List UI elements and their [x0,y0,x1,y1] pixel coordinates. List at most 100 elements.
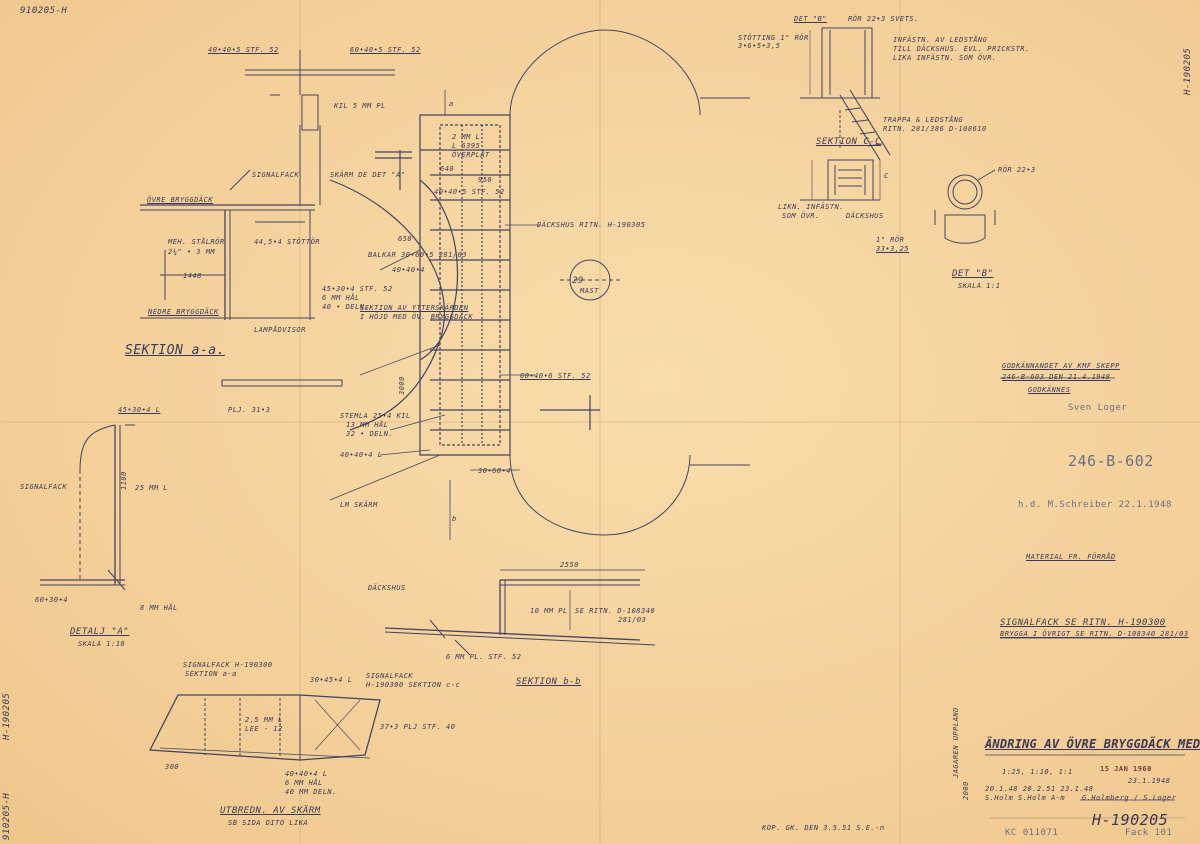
label-meh-dim: 2¼" • 3 MM [168,248,216,256]
label-stamla: STEMLA 25•4 KIL [340,412,411,420]
bridge-plan-outline [509,29,750,536]
label-overplat: ÖVERPLÅT [452,151,490,159]
label-8mm-hal: 8 MM HÅL [140,604,178,612]
label-stotting: STÖTTING 1" RÖR [738,34,809,42]
label-ror-22: RÖR 22•3 SVETS. [848,15,919,23]
label-10mm-plat: 10 MM PL [530,607,568,615]
folder-pencil: Fack 101 [1125,828,1173,838]
label-infast-ledstang: INFÄSTN. AV LEDSTÅNG [893,36,988,44]
corner-code-top: 910205-H [20,6,68,16]
label-33-325: 33•3,25 [876,245,910,253]
label-skarm-dackmot: I HÖJD MED ÖV. BRYGGDÄCK [360,313,474,321]
label-dackshus-ritn: DÄCKSHUS RITN. H-190305 [537,221,646,229]
received-stamp: 15 JAN 1960 [1100,765,1152,773]
label-till-dackshus: TILL DÄCKSHUS. EVL. PRICKSTR. [893,45,1030,53]
label-section-mark-b: b [452,515,457,523]
label-6mm-hal-u: 6 MM HÅL [285,779,323,787]
archive-pencil: KC 011071 [1005,828,1059,838]
label-h190300: H-190300 SEKTION c-c [366,681,461,689]
section-a-a [140,50,395,320]
approval-signature2: h.d. M.Schreiber 22.1.1948 [1018,500,1172,510]
label-40-40-5-top: 40•40•5 STF. 52 [208,46,279,54]
view-scale-detalj-a: SKALA 1:10 [78,640,126,648]
label-sektion-a-a-ref: SEKTION a-a [185,670,237,678]
label-skarm-det: SKÄRM DE DET "A" [330,171,406,179]
label-lika-infast2: LIKN. INFÄSTN. [778,203,845,211]
view-title-utbredn: UTBREDN. AV SKÄRM [220,806,321,816]
view-title-det-b-top: DET "B" [794,15,828,23]
label-40-40-5-mid: 40•40•5 STF. 52 [434,188,505,196]
label-32-delning: 32 • DELN. [346,430,394,438]
plate-strip [221,379,343,387]
label-40-40-4: 40•40•4 [392,266,426,274]
drawing-number: H-190205 [1092,811,1169,829]
section-c-c [800,159,881,201]
section-b-b [384,569,656,656]
detail-a [40,424,135,591]
view-scale-det-b: SKALA 1:1 [958,282,1001,290]
label-2550: 2550 [560,561,579,569]
label-signalfack2: SIGNALFACK [366,672,414,680]
label-som-ovr: SOM ÖVR. [782,212,820,220]
label-950: 950 [478,176,493,184]
label-37-3: 37•3 PLJ STF. 40 [380,723,456,731]
label-40-delning: 40 • DELN. [322,303,370,311]
label-60-40-6: 60•40•6 STF. 52 [520,372,591,380]
label-plj: PLJ. 31•3 [228,406,271,414]
approval-line3: GODKÄNNES [1028,386,1071,394]
label-60-40-5: 60•40•5 STF. 52 [350,46,421,54]
label-signalfack-h: SIGNALFACK H-190300 [183,661,273,669]
label-l6395: L 6395 [452,142,481,150]
corner-code-left-bottom: 910205-H [2,792,12,840]
label-meh-stalror: MEH. STÅLRÖR [168,238,225,246]
label-25mm-l: 25 MM L [135,484,169,492]
copy-note: KOP. GK. DEN 3.5.51 S.E.-n [762,824,885,832]
label-section-mark-a: a [449,100,454,108]
label-dackshus-c: DÄCKSHUS [846,212,884,220]
corner-code-left-bottom-2: H-190205 [2,692,12,740]
label-30-45-4l: 30•45•4 L [310,676,353,684]
ship-no: 2000 [962,781,970,800]
label-sektion-ytter: SEKTION AV YTTERSKÄRDEN [360,304,469,312]
label-40mm-deln: 40 MM DELN. [285,788,337,796]
label-29: 29 [572,276,584,286]
label-6mm-pl: 6 MM PL. STF. 52 [446,653,522,661]
approval-line1: GODKÄNNANDET AV KMF SKEPP [1002,362,1120,370]
label-trappa-ritn: RITN. 281/386 D-108610 [883,125,987,133]
label-signalfack: SIGNALFACK [252,171,300,179]
note-material: MATERIAL FR. FÖRRÅD [1026,553,1116,561]
label-2mm-l: 2 MM L [452,133,481,141]
label-kil: KIL 5 MM PL [334,102,386,110]
corner-code-right: H-190205 [1183,47,1193,95]
label-section-mark-c: C [884,172,889,180]
view-title-sektion-cc: SEKTION C-C [816,137,882,147]
drawing-date: 23.1.1948 [1128,777,1171,785]
label-se-ritn: SE RITN. D-108340 [575,607,656,615]
label-mast: MAST [580,287,599,295]
label-dackshus: DÄCKSHUS [368,584,406,592]
label-640: 640 [440,165,455,173]
label-signalfack-det: SIGNALFACK [20,483,68,491]
label-trappa: TRAPPA & LEDSTÅNG [883,116,964,124]
signatures-left: S.Holm S.Holm A-m [985,794,1066,802]
label-650: 650 [398,235,413,243]
drawing-title: ÄNDRING AV ÖVRE BRYGGDÄCK MED SKÄRMAR [985,737,1200,751]
approval-ref: 246-B-602 [1068,452,1154,470]
approval-signature: Sven Loger [1068,403,1128,413]
label-1-ror: 1" RÖR [876,236,905,244]
label-13mm: 13 MM HÅL [346,421,389,429]
label-281-03: 281/03 [618,616,647,624]
label-25mm-le: 2,5 MM L [245,716,283,724]
label-40-40-4l: 40•40•4 L [340,451,383,459]
label-1448: 1448 [183,272,202,280]
label-balkar: BALKAR 30•60•5 281/03 [368,251,468,259]
detail-b-pipe [934,169,996,244]
label-40-40-4-u: 40•40•4 L [285,770,328,778]
label-60-30-4: 60•30•4 [35,596,69,604]
label-45-30-4: 45•30•4 STF. 52 [322,285,393,293]
label-1100: 1100 [120,471,128,490]
label-3000: 3000 [398,376,406,395]
ship-name: JAGAREN UPPLAND [952,707,960,778]
